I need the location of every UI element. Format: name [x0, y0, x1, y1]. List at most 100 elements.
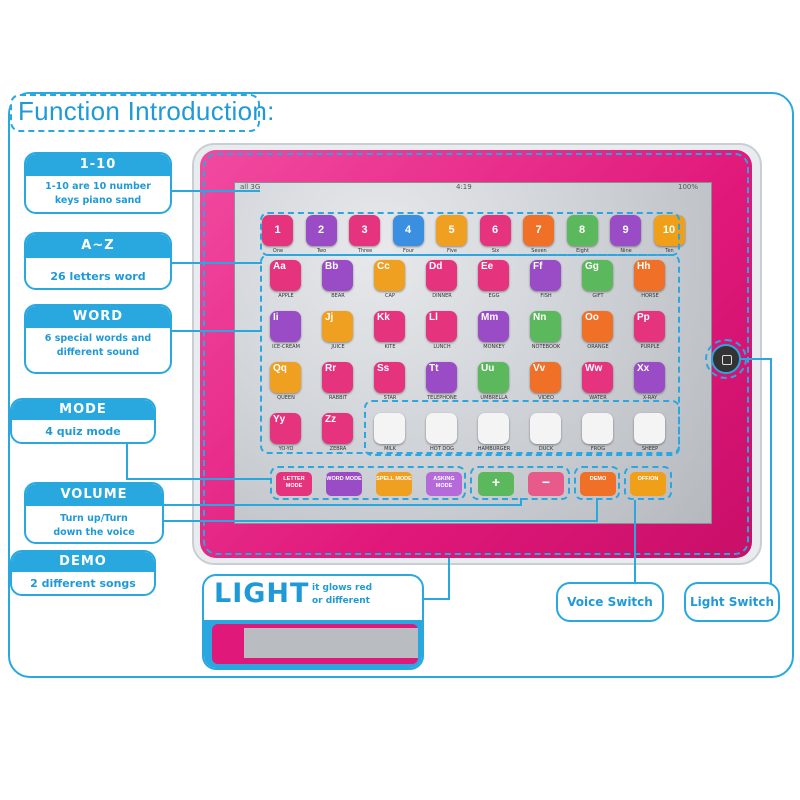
- letter-key-caption: ZEBRA: [329, 446, 347, 452]
- letter-key[interactable]: Hh: [634, 260, 665, 291]
- letter-key[interactable]: Nn: [530, 311, 561, 342]
- number-key-caption: Six: [491, 248, 500, 254]
- connector-volume-v: [520, 498, 522, 506]
- letter-key[interactable]: Oo: [582, 311, 613, 342]
- signal-text: all 3G: [240, 183, 261, 191]
- label-voice-switch: Voice Switch: [556, 582, 664, 622]
- label-word-line1: 6 special words and: [44, 333, 152, 344]
- letter-key[interactable]: Zz: [322, 413, 353, 444]
- mode-button[interactable]: +: [478, 472, 514, 496]
- connector-voice: [634, 500, 636, 584]
- connector-word: [170, 330, 262, 332]
- letter-key[interactable]: Rr: [322, 362, 353, 393]
- letter-key-caption: ORANGE: [587, 344, 609, 350]
- letter-key[interactable]: Tt: [426, 362, 457, 393]
- letter-key[interactable]: Gg: [582, 260, 613, 291]
- letter-key[interactable]: Uu: [478, 362, 509, 393]
- number-key-caption: Five: [447, 248, 457, 254]
- number-key[interactable]: 8: [566, 215, 598, 246]
- label-mode-line1: 4 quiz mode: [45, 425, 121, 438]
- letter-key[interactable]: Ee: [478, 260, 509, 291]
- letter-key-caption: PURPLE: [640, 344, 660, 350]
- letter-key-caption: CAP: [385, 293, 395, 299]
- number-key[interactable]: 9: [610, 215, 641, 246]
- letter-key-caption: FROG: [590, 446, 606, 452]
- number-key[interactable]: 3: [349, 215, 380, 246]
- mode-button[interactable]: DEMO: [580, 472, 616, 496]
- label-numbers-line1: 1-10 are 10 number: [45, 181, 151, 192]
- letter-key[interactable]: Xx: [634, 362, 665, 393]
- letter-key-caption: DUCK: [538, 446, 554, 452]
- connector-mode-h: [126, 478, 272, 480]
- letter-key[interactable]: Qq: [270, 362, 301, 393]
- letter-key-caption: TELEPHONE: [427, 395, 457, 401]
- status-bar: all 3G 4:19 100%: [234, 182, 710, 194]
- label-light-line2: or different: [312, 596, 370, 606]
- letter-key-caption: APPLE: [278, 293, 294, 299]
- light-demo-screen: [244, 628, 418, 658]
- label-letters: A~Z 26 letters word: [24, 232, 172, 290]
- mode-button[interactable]: WORD MODE: [326, 472, 362, 496]
- letter-key[interactable]: Mm: [478, 311, 509, 342]
- letter-key[interactable]: Ff: [530, 260, 561, 291]
- label-light-body: it glows red or different: [312, 582, 372, 608]
- connector-volume: [160, 504, 520, 506]
- title-tab: [10, 94, 260, 132]
- label-letters-head: A~Z: [26, 234, 170, 258]
- mode-button[interactable]: −: [528, 472, 564, 496]
- letter-key[interactable]: Cc: [374, 260, 405, 291]
- number-key-caption: Two: [316, 248, 327, 254]
- label-light-line1: it glows red: [312, 583, 373, 593]
- letter-key-caption: LUNCH: [433, 344, 451, 350]
- label-demo-line1: 2 different songs: [30, 577, 136, 590]
- connector-demo: [160, 520, 596, 522]
- letter-key-caption: FISH: [540, 293, 552, 299]
- power-highlight: [624, 466, 672, 500]
- letter-key[interactable]: Vv: [530, 362, 561, 393]
- battery-text: 100%: [678, 183, 699, 191]
- mode-button[interactable]: SPELL MODE: [376, 472, 412, 496]
- label-volume: VOLUME Turn up/Turn down the voice: [24, 482, 164, 544]
- letter-key[interactable]: Ss: [374, 362, 405, 393]
- letter-key[interactable]: Yy: [270, 413, 301, 444]
- label-light: [202, 574, 424, 670]
- number-key[interactable]: 4: [392, 215, 424, 246]
- mode-button[interactable]: ASKING MODE: [426, 472, 462, 496]
- number-key[interactable]: 1: [262, 215, 293, 246]
- letter-key-caption: YO-YO: [278, 446, 294, 452]
- number-key[interactable]: 6: [479, 215, 511, 246]
- mode-button[interactable]: LETTER MODE: [276, 472, 312, 496]
- letter-key[interactable]: [634, 413, 665, 444]
- letter-key[interactable]: Bb: [322, 260, 353, 291]
- numbers-highlight: [260, 212, 680, 256]
- letter-key[interactable]: Ww: [582, 362, 613, 393]
- label-word: WORD 6 special words and different sound: [24, 304, 172, 374]
- letter-key-caption: HOT DOG: [430, 446, 454, 452]
- letter-key[interactable]: [530, 413, 561, 444]
- letter-key[interactable]: Pp: [634, 311, 665, 342]
- label-volume-head: VOLUME: [26, 484, 162, 506]
- letter-key[interactable]: [478, 413, 509, 444]
- letter-key[interactable]: Kk: [374, 311, 405, 342]
- letter-key[interactable]: Ll: [426, 311, 457, 342]
- letter-key[interactable]: [582, 413, 613, 444]
- letter-key-caption: VIDEO: [538, 395, 554, 401]
- letter-key[interactable]: Ii: [270, 311, 301, 342]
- letter-key[interactable]: Aa: [270, 260, 301, 291]
- connector-mode-v: [126, 420, 128, 480]
- connector-letters: [170, 262, 262, 264]
- mode-button[interactable]: OFF/ON: [630, 472, 666, 496]
- connector-glow-h: [424, 598, 450, 600]
- number-key[interactable]: 5: [436, 215, 467, 246]
- letter-key[interactable]: [374, 413, 405, 444]
- label-mode: MODE 4 quiz mode: [10, 398, 156, 444]
- letter-key[interactable]: Dd: [426, 260, 457, 291]
- number-key[interactable]: 2: [305, 215, 337, 246]
- label-mode-head: MODE: [12, 400, 154, 420]
- letter-key[interactable]: Jj: [322, 311, 353, 342]
- letter-key[interactable]: [426, 413, 457, 444]
- letter-key-caption: BEAR: [331, 293, 345, 299]
- number-key[interactable]: 7: [523, 215, 554, 246]
- label-volume-line2: down the voice: [53, 527, 135, 538]
- letter-key-caption: RABBIT: [328, 395, 348, 401]
